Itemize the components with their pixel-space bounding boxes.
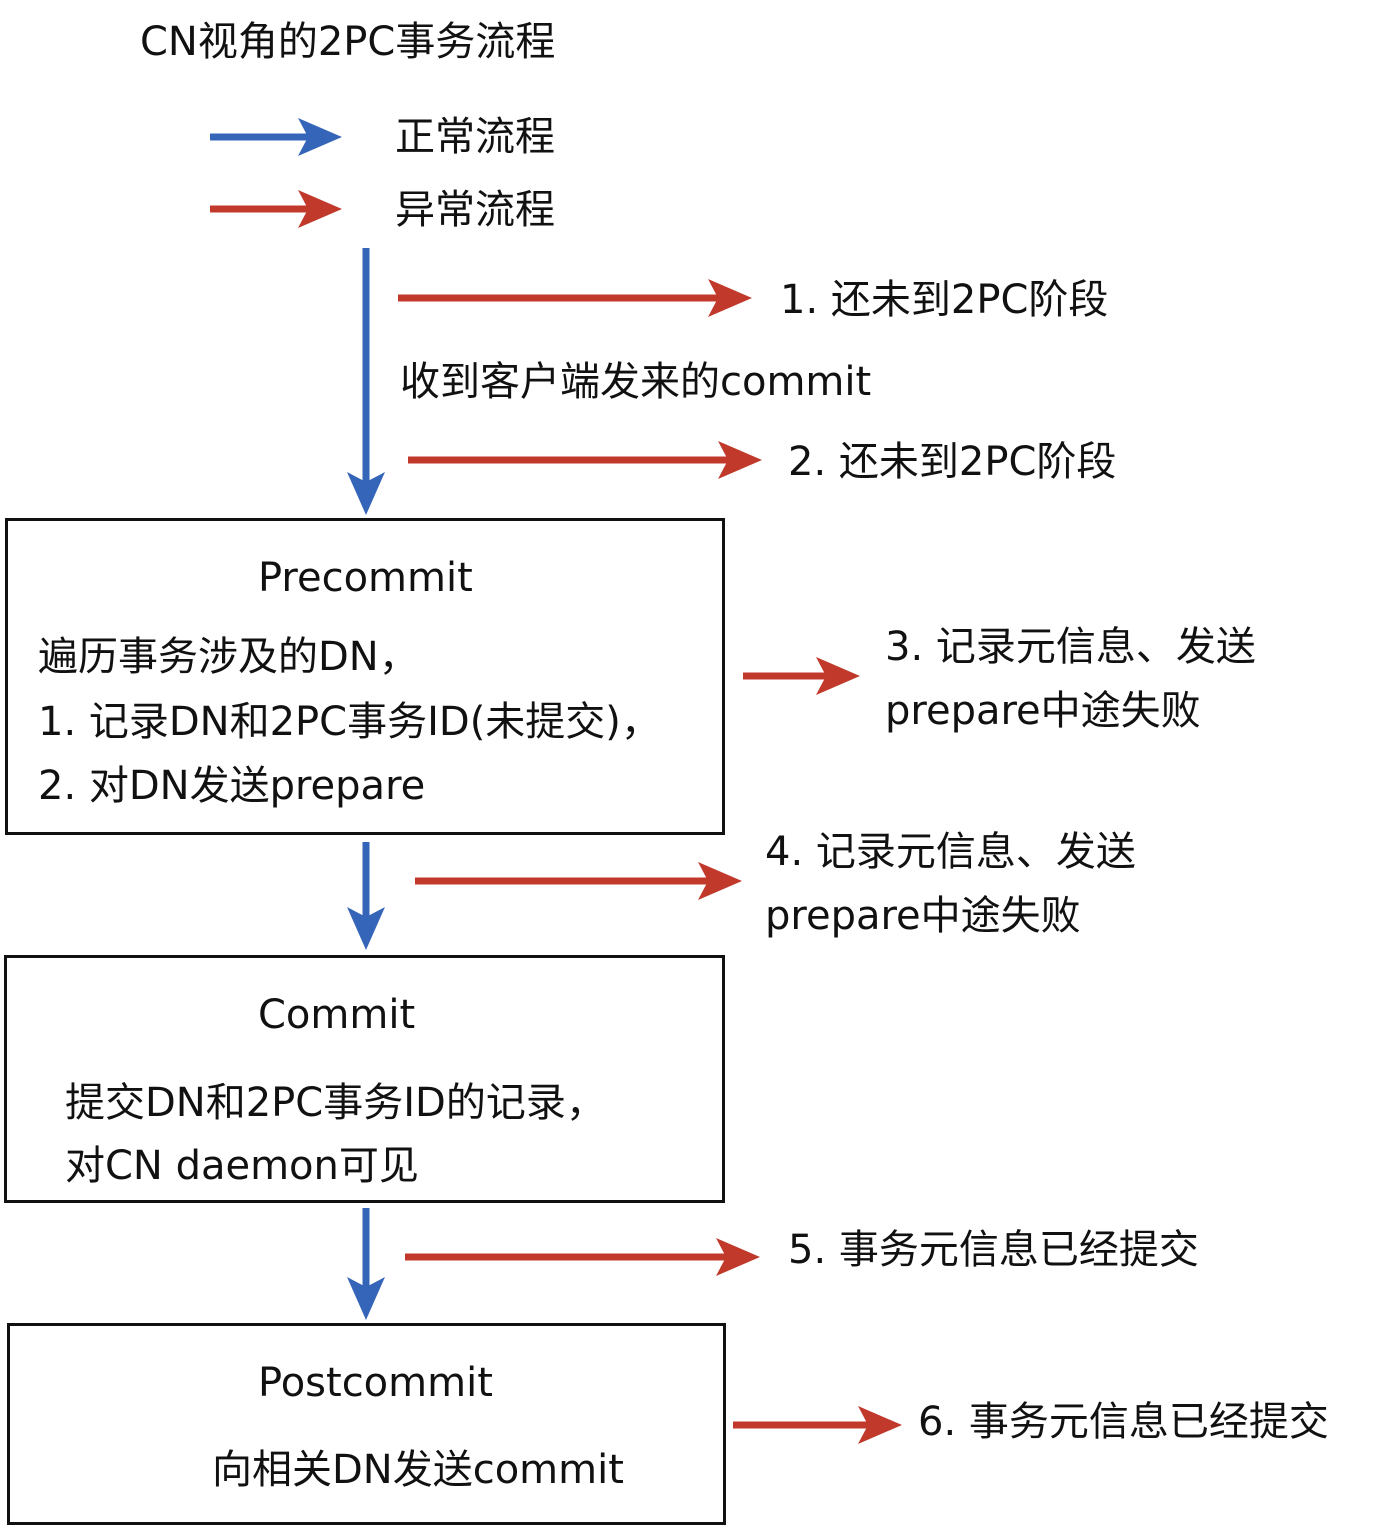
- precommit-line-1: 遍历事务涉及的DN，: [38, 634, 419, 680]
- legend-abnormal-label: 异常流程: [395, 187, 555, 233]
- failure-5-label: 5. 事务元信息已经提交: [788, 1227, 1199, 1273]
- flow-arrow-to-precommit: [347, 248, 385, 515]
- precommit-line-2: 1. 记录DN和2PC事务ID(未提交)，: [38, 699, 661, 745]
- failure-arrow-4: [415, 862, 742, 900]
- failure-6-label: 6. 事务元信息已经提交: [918, 1399, 1329, 1445]
- failure-1-label: 1. 还未到2PC阶段: [780, 277, 1109, 323]
- flow-arrow-to-commit: [347, 842, 385, 950]
- flow-arrow-to-postcommit: [347, 1208, 385, 1320]
- failure-arrow-5: [405, 1238, 760, 1276]
- failure-arrow-3: [743, 657, 860, 695]
- commit-line-1: 提交DN和2PC事务ID的记录，: [65, 1080, 606, 1126]
- postcommit-line-1: 向相关DN发送commit: [212, 1447, 624, 1493]
- commit-line-2: 对CN daemon可见: [65, 1143, 419, 1189]
- postcommit-title: Postcommit: [258, 1360, 493, 1406]
- failure-arrow-2: [408, 441, 762, 479]
- client-commit-label: 收到客户端发来的commit: [400, 359, 872, 405]
- failure-2-label: 2. 还未到2PC阶段: [788, 439, 1117, 485]
- failure-3-label-line1: 3. 记录元信息、发送: [885, 624, 1256, 670]
- legend-normal-arrow: [210, 118, 342, 156]
- legend-abnormal-arrow: [210, 190, 342, 228]
- diagram-title: CN视角的2PC事务流程: [140, 19, 556, 65]
- failure-3-label-line2: prepare中途失败: [885, 688, 1201, 734]
- failure-4-label-line2: prepare中途失败: [765, 893, 1081, 939]
- commit-title: Commit: [258, 992, 416, 1038]
- precommit-line-3: 2. 对DN发送prepare: [38, 763, 426, 809]
- failure-arrow-6: [733, 1406, 902, 1444]
- legend-normal-label: 正常流程: [395, 114, 555, 160]
- failure-4-label-line1: 4. 记录元信息、发送: [765, 829, 1136, 875]
- precommit-box: [5, 518, 725, 835]
- commit-box: [4, 955, 725, 1203]
- failure-arrow-1: [398, 279, 752, 317]
- precommit-title: Precommit: [258, 555, 473, 601]
- postcommit-box: [7, 1323, 726, 1525]
